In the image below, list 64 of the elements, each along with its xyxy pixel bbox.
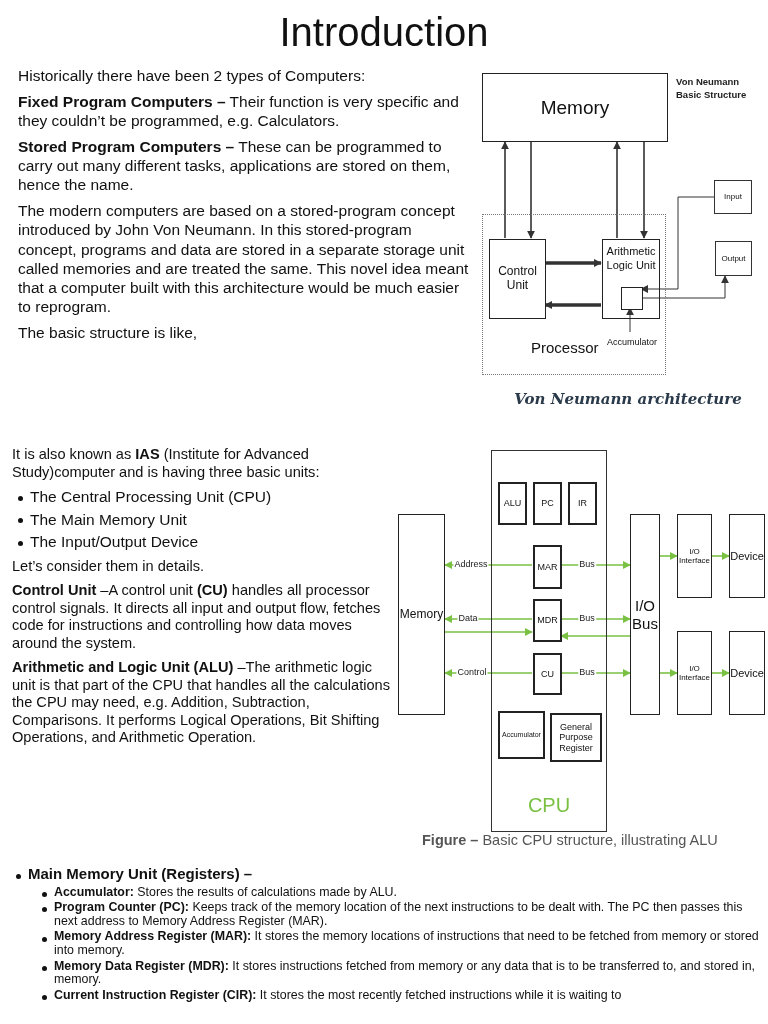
device-box: Device [729, 514, 765, 598]
output-box: Output [715, 241, 752, 276]
arrow [544, 301, 601, 309]
device-box: Device [729, 631, 765, 715]
edge-label: Control [456, 668, 488, 678]
register-box: MAR [533, 545, 562, 589]
register-box: MDR [533, 599, 562, 642]
arrow [613, 141, 621, 239]
accumulator-box [621, 287, 643, 310]
group-label: Arithmetic Logic Unit [605, 244, 657, 273]
arrow [640, 141, 648, 239]
bullet-item: Accumulator: Stores the results of calculations made by ALU. [40, 885, 764, 900]
io-bus-box: I/O Bus [630, 514, 660, 715]
arrow [711, 552, 730, 560]
processor-boundary [482, 214, 666, 375]
bullet-item: The Central Processing Unit (CPU) [16, 488, 396, 507]
bullet-heading: Main Memory Unit (Registers) – [14, 866, 764, 883]
figure-note: Von Neumann Basic Structure [676, 76, 748, 102]
edge-label: Data [457, 614, 479, 624]
paragraph: Fixed Program Computers – Their function is very specific and they couldn’t be programmed, e.g. Calculators. [18, 92, 460, 131]
cpu-box [491, 450, 607, 832]
callout-text: Accumulator [601, 333, 663, 351]
group-label: Processor [531, 339, 599, 356]
paragraph: It is also known as IAS (Institute for Advanced Study)computer and is having three basic units: [12, 446, 321, 481]
interface-box: I/O Interface [677, 631, 712, 715]
paragraph: The basic structure is like, [18, 322, 199, 342]
control-unit-box: Control Unit [489, 239, 546, 319]
bullet-item: Memory Data Register (MDR): It stores instructions fetched from memory or any data that is to be transferred to, and stored in, memory. [40, 959, 764, 987]
figure-caption: Figure – Basic CPU structure, illustrating ALU [422, 832, 719, 850]
paragraph: Let’s consider them in details. [12, 557, 205, 576]
register-box: General Purpose Register [550, 713, 602, 762]
edge-label: Address [453, 560, 489, 570]
paragraph: Stored Program Computers – These can be programmed to carry out many different tasks, applications are stored on them, hence the name. [18, 137, 452, 195]
arrow [527, 141, 535, 239]
register-box: IR [568, 482, 597, 525]
paragraph: The modern computers are based on a stored-program concept introduced by John Von Neumann. In this stored-program concept, programs and data are stored in a separate storage unit called memories and are treated the same. This novel idea meant that a computer built with this architecture would be much easier to reprogram. [18, 201, 470, 316]
figure-caption: Von Neumann architecture [513, 390, 743, 408]
bullet-item: Memory Address Register (MAR): It stores the memory locations of instructions that need to be fetched from memory or stored into memory. [40, 930, 764, 958]
register-box: ALU [498, 482, 527, 525]
bullet-item: Current Instruction Register (CIR): It stores the most recently fetched instructions while it is waiting to [40, 989, 764, 1003]
bullet-item: The Input/Output Device [16, 533, 396, 552]
group-label: CPU [526, 794, 572, 817]
memory-box: Memory [482, 73, 668, 142]
input-box: Input [714, 180, 752, 214]
bullet-item: The Main Memory Unit [16, 510, 396, 530]
alu-box [602, 239, 660, 319]
memory-box: Memory [398, 514, 445, 715]
edge-label: Bus [578, 560, 596, 570]
arrow [659, 552, 678, 560]
register-box: PC [533, 482, 562, 525]
arrow [711, 669, 730, 677]
arrow [444, 628, 533, 636]
arrow [659, 669, 678, 677]
edge-label: Bus [578, 614, 596, 624]
bullet-item: Program Counter (PC): Keeps track of the memory location of the next instructions to be dealt with. The PC then passes this next address to Memory Address Register (MAR). [40, 901, 764, 929]
arrow [501, 141, 509, 239]
paragraph: Control Unit –A control unit (CU) handles all processor control signals. It directs all input and output flow, fetches code for instructions and controlling how data moves around the system. [12, 582, 382, 653]
edge-label: Bus [578, 668, 596, 678]
register-box: CU [533, 653, 562, 695]
page-title: Introduction [278, 9, 490, 56]
interface-box: I/O Interface [677, 514, 712, 598]
arrow [545, 259, 602, 267]
paragraph: Historically there have been 2 types of Computers: [18, 66, 367, 86]
paragraph: Arithmetic and Logic Unit (ALU) –The arithmetic logic unit is that part of the CPU that handles all the calculations the CPU may need, e.g. Addition, Subtraction, Comparisons. It performs Logical Operations, Bit Shifting Operations, and Arithmetic Operation. [12, 659, 392, 747]
